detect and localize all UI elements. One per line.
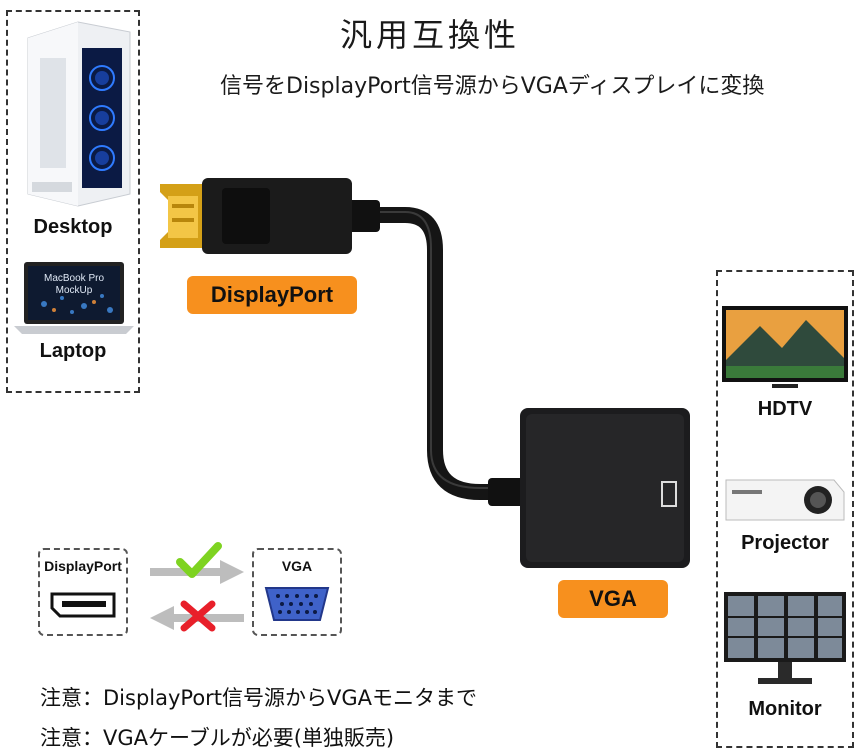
displayport-port-icon [50,592,116,618]
page-title: 汎用互換性 [339,16,520,54]
display-devices-box [716,270,854,748]
hdtv-image [722,306,848,388]
vga-port-box [252,548,342,636]
displayport-port-label: DisplayPort [44,558,122,574]
displayport-port-box [38,548,128,636]
monitor-image [724,592,846,684]
laptop-screen-text-2: MockUp [55,285,93,296]
adapter-cable-image [160,178,690,568]
cross-icon [180,600,216,632]
source-devices-box [6,10,140,393]
desktop-label: Desktop [33,216,113,238]
note-line-1: 注意：DisplayPort信号源からVGAモニタまで [40,686,478,710]
page-subtitle: 信号をDisplayPort信号源からVGAディスプレイに変換 [220,74,765,99]
projector-label: Projector [741,532,829,554]
laptop-image [14,262,134,334]
vga-port-icon [264,587,330,621]
vga-tag: VGA [558,580,668,618]
desktop-tower-image [27,21,131,207]
hdtv-label: HDTV [757,398,813,420]
laptop-label: Laptop [39,340,107,362]
displayport-tag: DisplayPort [187,276,357,314]
check-icon [176,542,222,578]
monitor-label: Monitor [748,698,822,720]
vga-port-label: VGA [281,558,313,574]
note-line-2: 注意：VGAケーブルが必要(単独販売) [40,726,395,750]
projector-image [725,479,845,521]
laptop-screen-text-1: MacBook Pro [43,273,105,284]
